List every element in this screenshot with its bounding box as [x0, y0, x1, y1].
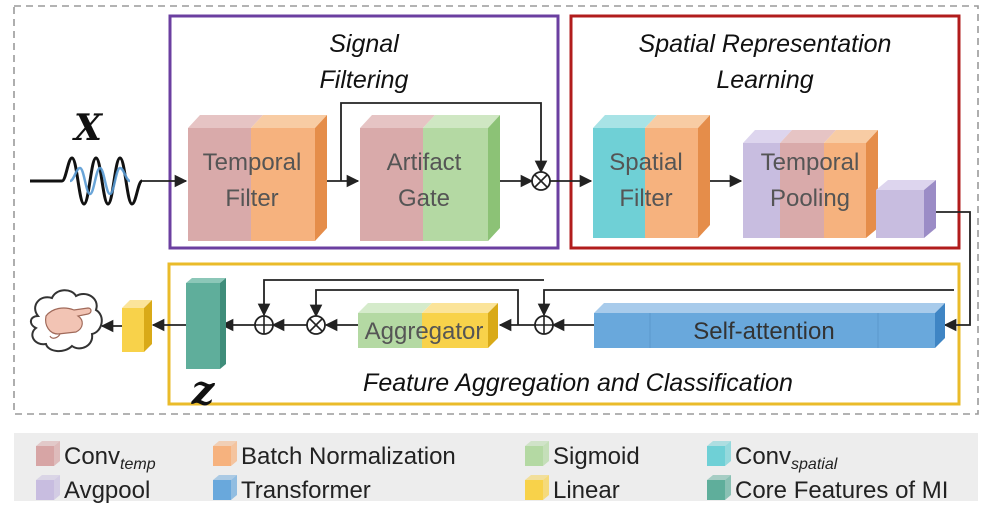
- aggregation-title: Feature Aggregation and Classification: [363, 369, 793, 397]
- self-attention-label: Self-attention: [693, 318, 834, 345]
- legend-swatch-conv-spatial: [707, 441, 731, 466]
- legend-item-conv-temp: Convtemp: [36, 441, 156, 473]
- temporal-pooling-label-1: Temporal: [761, 149, 860, 176]
- spatial-learning-frame: [569, 14, 961, 250]
- legend-swatch-sigmoid: [525, 441, 549, 466]
- legend-label-conv-temp: Convtemp: [64, 443, 156, 473]
- legend-item-avgpool: Avgpool: [36, 475, 150, 504]
- core-features-block: [186, 278, 226, 369]
- signal-filtering-title-1: Signal: [329, 30, 400, 58]
- legend-item-batch-normalization: Batch Normalization: [213, 441, 456, 470]
- spatial-learning-title-2: Learning: [716, 66, 813, 94]
- signal-filtering-title-2: Filtering: [320, 66, 409, 94]
- multiply-node-top: [531, 171, 551, 191]
- legend-background: [14, 433, 978, 501]
- artifact-gate-label-2: Gate: [398, 185, 450, 212]
- legend-item-sigmoid: Sigmoid: [525, 441, 640, 470]
- temporal-filter-block: Temporal Filter: [188, 115, 327, 241]
- legend-swatch-avgpool: [36, 475, 60, 500]
- spatial-filter-label-2: Filter: [619, 185, 672, 212]
- legend-swatch-conv-temp: [36, 441, 60, 466]
- arrow-skip-to-add-left: [257, 279, 544, 317]
- hand-thought-icon: [30, 289, 103, 352]
- legend-label-avgpool: Avgpool: [64, 477, 150, 504]
- avgpool-output-cube: [876, 180, 936, 238]
- linear-block: [122, 300, 152, 352]
- aggregator-label: Aggregator: [365, 318, 484, 345]
- arrow-pooling-to-attention: [936, 211, 971, 332]
- spatial-filter-label-1: Spatial: [609, 149, 682, 176]
- arrow-residual-to-add: [537, 289, 954, 317]
- spatial-filter-block: Spatial Filter: [593, 115, 710, 238]
- core-symbol: z: [191, 367, 216, 414]
- legend-label-core-features: Core Features of MI: [735, 477, 948, 504]
- temporal-filter-label-1: Temporal: [203, 149, 302, 176]
- temporal-pooling-label-2: Pooling: [770, 185, 850, 212]
- artifact-gate-label-1: Artifact: [387, 149, 462, 176]
- self-attention-block: Self-attention: [594, 303, 945, 348]
- spatial-learning-title-1: Spatial Representation: [639, 30, 892, 58]
- legend-item-transformer: Transformer: [213, 475, 371, 504]
- multiply-node-bottom: [306, 315, 326, 335]
- legend-swatch-transformer: [213, 475, 237, 500]
- arrow-branch-to-multiply: [309, 289, 519, 325]
- legend-label-batch-normalization: Batch Normalization: [241, 443, 456, 470]
- waveform-icon: [30, 156, 143, 206]
- legend-label-transformer: Transformer: [241, 477, 371, 504]
- legend-label-sigmoid: Sigmoid: [553, 443, 640, 470]
- add-node-left: [254, 315, 274, 335]
- artifact-gate-block: Artifact Gate: [360, 115, 500, 241]
- legend-item-core-features: Core Features of MI: [707, 475, 948, 504]
- add-node-right: [534, 315, 554, 335]
- signal-filtering-frame: [168, 14, 560, 250]
- aggregation-frame: [167, 262, 961, 406]
- aggregator-block: Aggregator: [358, 303, 498, 348]
- arrow-skip-to-multiply: [340, 102, 548, 181]
- temporal-pooling-block: Temporal Pooling: [743, 130, 878, 238]
- legend-item-linear: Linear: [525, 475, 620, 504]
- input-symbol: X: [72, 107, 104, 149]
- legend-label-linear: Linear: [553, 477, 620, 504]
- legend-swatch-core-features: [707, 475, 731, 500]
- legend-swatch-batch-normalization: [213, 441, 237, 466]
- temporal-filter-label-2: Filter: [225, 185, 278, 212]
- outer-frame: [13, 5, 979, 415]
- legend-swatch-linear: [525, 475, 549, 500]
